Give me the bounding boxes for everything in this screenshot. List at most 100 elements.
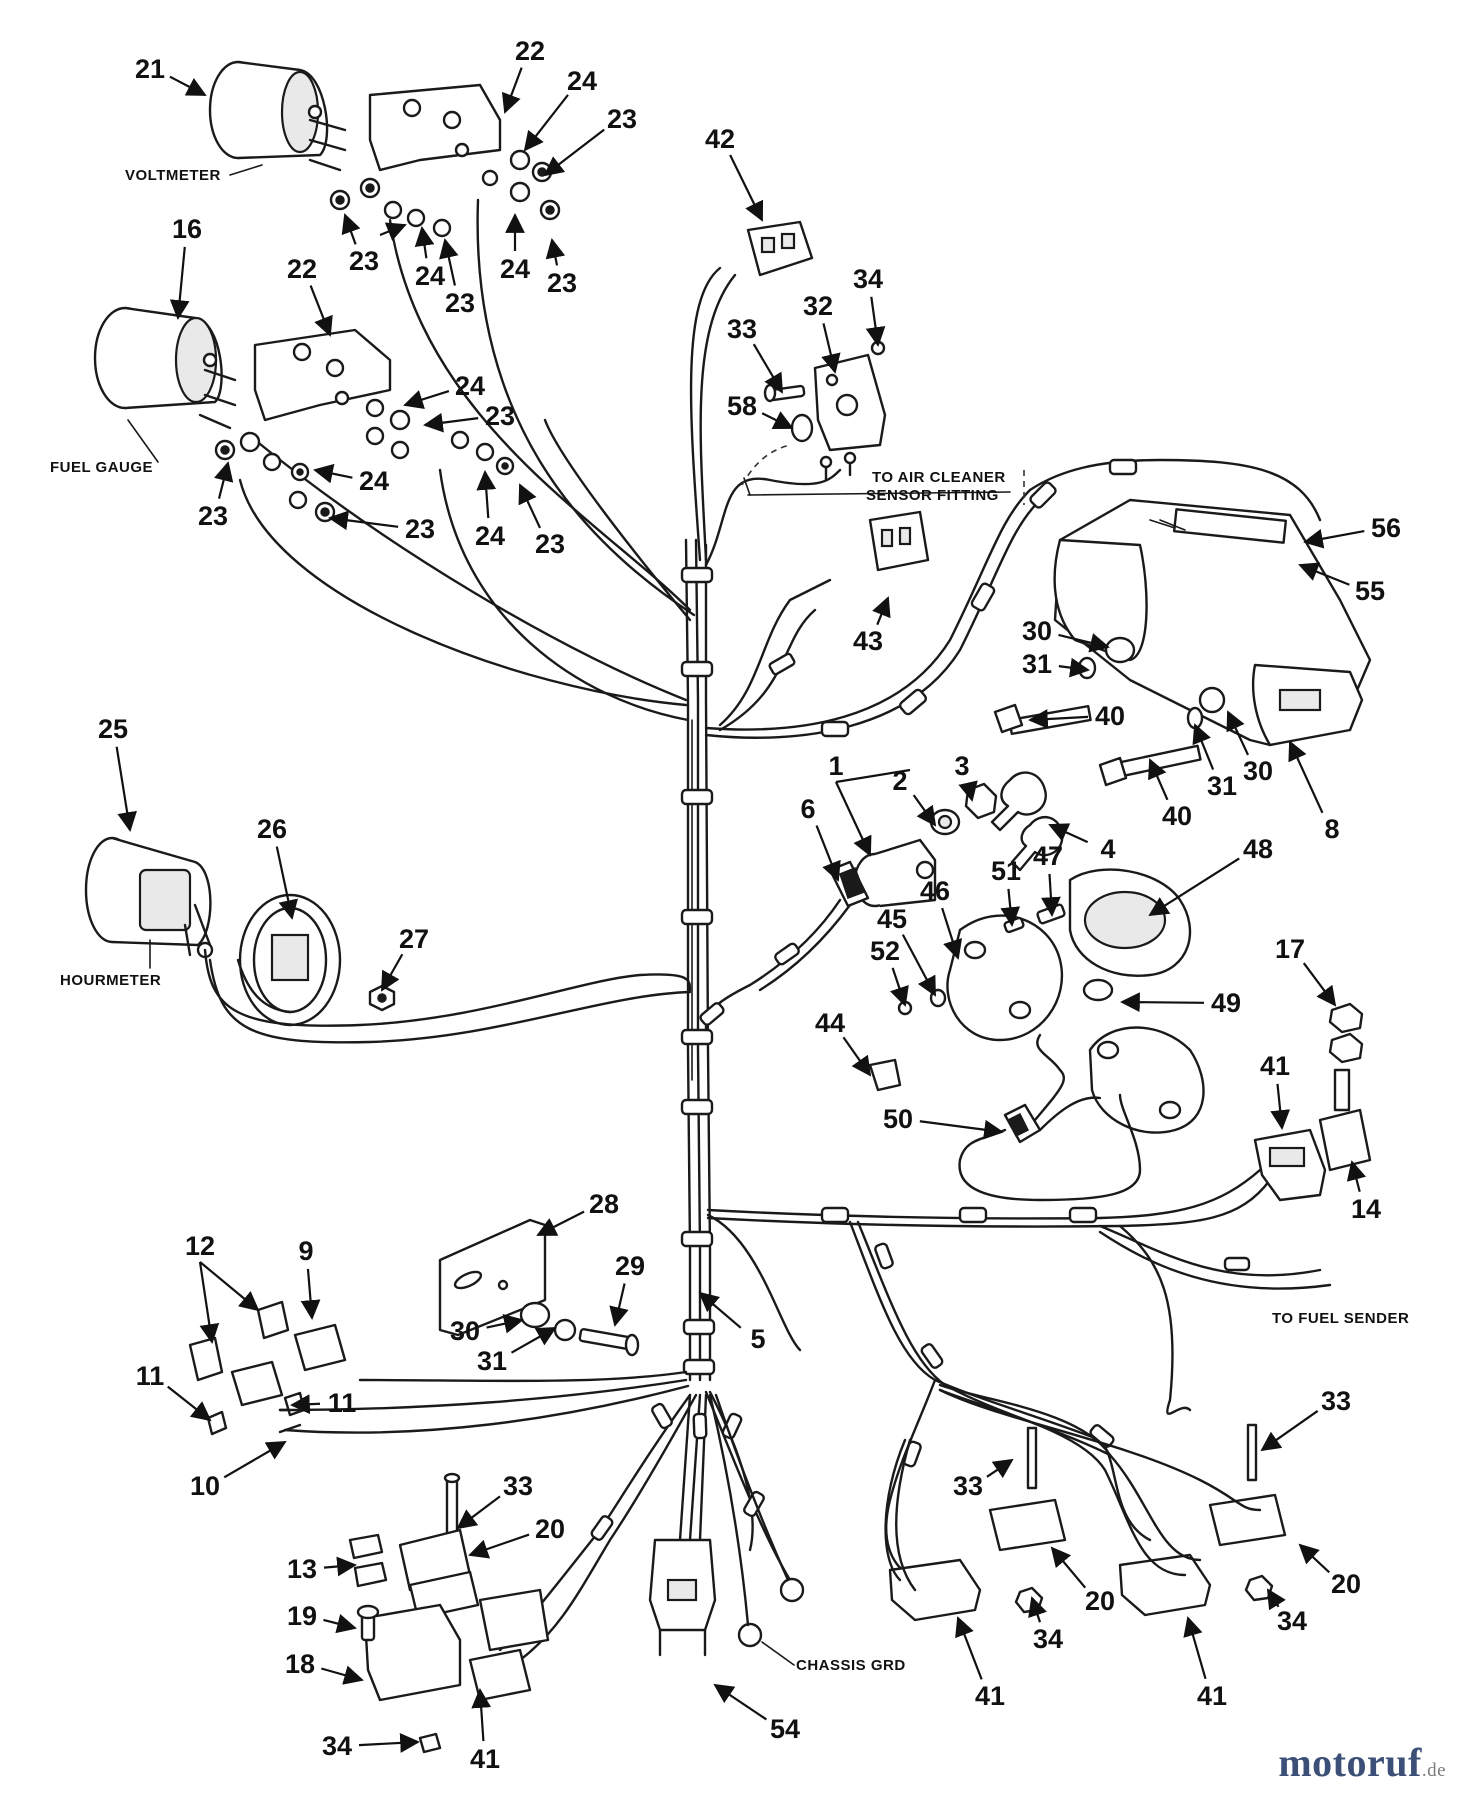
callout-40: 40 (1095, 701, 1125, 731)
callout-arrow-30 (486, 1314, 524, 1334)
callout-24: 24 (500, 254, 530, 284)
callout-arrow-45 (901, 934, 936, 997)
callout-43: 43 (853, 626, 883, 656)
switch-assembly-lower-left (348, 1472, 550, 1754)
seat-switch-wires (884, 1383, 1262, 1592)
callout-58: 58 (727, 391, 757, 421)
callout-23: 23 (349, 246, 379, 276)
callout-arrow-4 (1048, 823, 1089, 844)
callout-arrow-30 (1058, 633, 1110, 653)
callout-50: 50 (883, 1104, 913, 1134)
callout-arrow-18 (321, 1665, 364, 1685)
hourmeter-label: HOURMETER (60, 972, 161, 989)
callout-arrow-33 (752, 343, 784, 394)
callout-arrow-47 (1041, 873, 1061, 917)
callout-arrow-11 (167, 1385, 212, 1422)
callout-18: 18 (285, 1649, 315, 1679)
callout-arrow-33 (986, 1458, 1014, 1479)
callout-23: 23 (445, 288, 475, 318)
callout-22: 22 (515, 36, 545, 66)
callout-arrow-26 (275, 846, 298, 920)
hourmeter (84, 836, 214, 959)
callout-51: 51 (991, 856, 1021, 886)
callout-30: 30 (1022, 616, 1052, 646)
callout-arrow-30 (1226, 710, 1250, 756)
callout-arrow-24 (313, 463, 353, 484)
callout-45: 45 (877, 904, 907, 934)
callout-arrow-50 (919, 1119, 1004, 1140)
callout-23: 23 (198, 501, 228, 531)
callout-arrow-40 (1028, 709, 1089, 729)
callout-24: 24 (475, 521, 505, 551)
callout-arrow-24 (476, 470, 497, 519)
callout-9: 9 (298, 1236, 313, 1266)
callout-42: 42 (705, 124, 735, 154)
callout-26: 26 (257, 814, 287, 844)
callout-arrow-11 (290, 1394, 321, 1415)
callout-arrow-2 (912, 794, 937, 827)
callout-8: 8 (1324, 814, 1339, 844)
callout-41: 41 (470, 1744, 500, 1774)
callout-arrow-44 (842, 1036, 872, 1077)
callout-5: 5 (750, 1324, 765, 1354)
callout-12: 12 (185, 1231, 215, 1261)
voltage-regulator (1053, 498, 1372, 747)
callout-arrow-54 (713, 1683, 767, 1721)
fuel-gauge-label: FUEL GAUGE (50, 459, 153, 476)
relay-32 (813, 353, 887, 452)
callout-27: 27 (399, 924, 429, 954)
callout-arrow-41 (1183, 1616, 1207, 1680)
callout-23: 23 (405, 514, 435, 544)
callout-arrow-46 (941, 907, 963, 960)
fuel-gauge (93, 306, 237, 430)
voltmeter-leader (229, 164, 263, 176)
air-cleaner-label-1: TO AIR CLEANER (872, 469, 1006, 486)
callout-17: 17 (1275, 934, 1305, 964)
callout-arrow-23 (341, 213, 361, 245)
callout-arrow-5 (698, 1291, 742, 1329)
washer-58 (790, 413, 814, 443)
callout-arrow-13 (323, 1556, 357, 1577)
callout-arrow-22 (501, 67, 523, 114)
callout-arrow-40 (1148, 758, 1169, 801)
callout-arrow-29 (609, 1283, 629, 1327)
callout-arrow-22 (309, 285, 333, 337)
brand-name: motoruf (1278, 1740, 1422, 1785)
callout-34: 34 (1033, 1624, 1063, 1654)
main-harness (680, 538, 716, 1382)
callout-33: 33 (727, 314, 757, 344)
callout-23: 23 (607, 104, 637, 134)
callout-19: 19 (287, 1601, 317, 1631)
callout-24: 24 (455, 371, 485, 401)
callout-11: 11 (328, 1388, 357, 1418)
callout-arrow-16 (169, 246, 190, 320)
callout-55: 55 (1355, 576, 1385, 606)
callout-11: 11 (136, 1361, 165, 1391)
callout-arrow-24 (523, 94, 569, 152)
callout-arrow-20 (468, 1533, 530, 1559)
callout-25: 25 (98, 714, 128, 744)
callout-arrow-23 (214, 461, 234, 499)
callout-31: 31 (1207, 771, 1237, 801)
callout-30: 30 (1243, 756, 1273, 786)
callout-22: 22 (287, 254, 317, 284)
callout-arrow-21 (169, 75, 207, 96)
actuator-41-right (1253, 1128, 1327, 1202)
callout-33: 33 (503, 1471, 533, 1501)
callout-56: 56 (1371, 513, 1401, 543)
callout-14: 14 (1351, 1194, 1381, 1224)
callout-40: 40 (1162, 801, 1192, 831)
callout-4: 4 (1100, 834, 1115, 864)
gauge-bracket-upper (368, 83, 502, 172)
callout-arrow-20 (1050, 1546, 1087, 1589)
callout-arrow-23 (328, 510, 399, 531)
callout-arrow-52 (889, 967, 909, 1007)
callout-49: 49 (1211, 988, 1241, 1018)
callout-arrow-58 (761, 411, 794, 429)
callout-41: 41 (1260, 1051, 1290, 1081)
voltmeter-gauge (208, 60, 347, 172)
callout-arrow-23 (545, 238, 566, 266)
callout-10: 10 (190, 1471, 220, 1501)
